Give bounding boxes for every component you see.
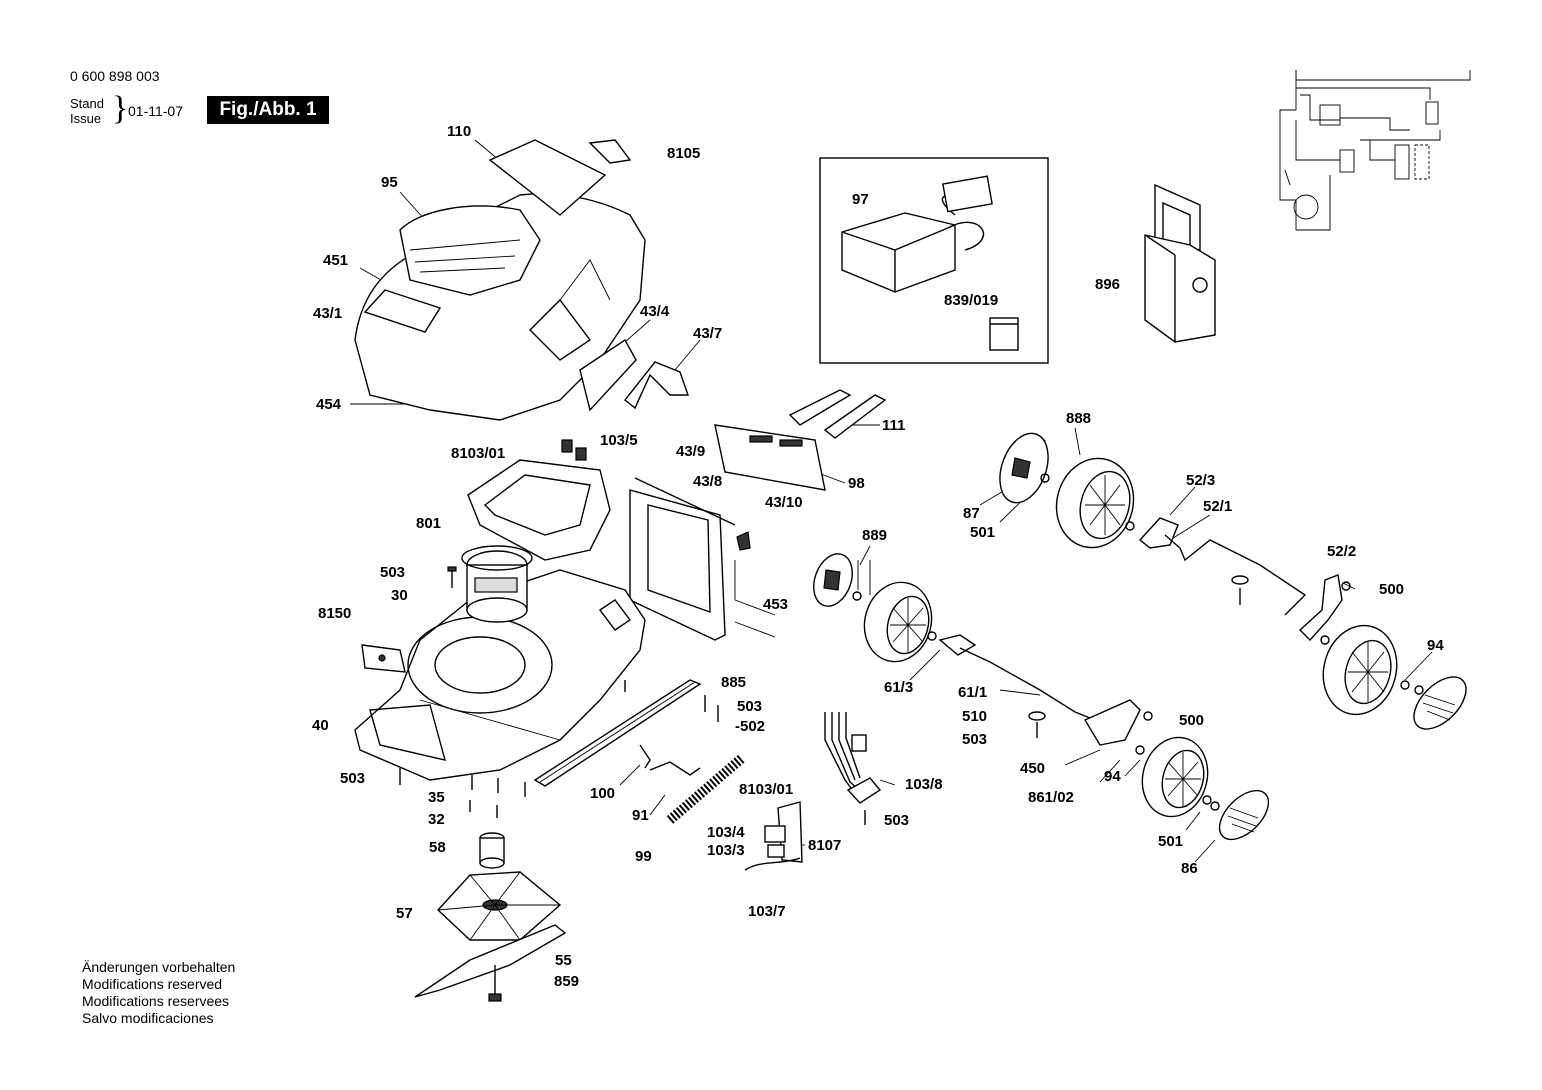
part-label-57: 57 [396, 905, 413, 922]
battery-pack [1144, 183, 1216, 343]
part-label-503-axle: 503 [962, 731, 988, 748]
rear-flap [629, 477, 751, 641]
part-label-103-5: 103/5 [600, 432, 638, 449]
part-label-61-1: 61/1 [958, 684, 988, 701]
part-label-8150: 8150 [318, 605, 352, 622]
part-label-450: 450 [1020, 760, 1046, 777]
part-label-451: 451 [323, 252, 349, 269]
rear-axle [1138, 517, 1351, 645]
part-label-40: 40 [312, 717, 329, 734]
part-label-885: 885 [721, 674, 747, 691]
motor [461, 545, 533, 623]
part-label-95: 95 [381, 174, 398, 191]
part-label-103-4: 103/4 [707, 824, 745, 841]
part-label-94-rear: 94 [1427, 637, 1444, 654]
issue-date: 01-11-07 [128, 103, 184, 119]
part-label-43-10: 43/10 [765, 494, 803, 511]
part-label-61-3: 61/3 [884, 679, 914, 696]
part-label-111: 111 [882, 417, 906, 434]
issue-label: Issue [70, 111, 102, 126]
part-label-501-front: 501 [1158, 833, 1184, 850]
part-label-859: 859 [554, 973, 580, 990]
rear-right-wheel [1322, 624, 1467, 730]
upper-housing [467, 439, 611, 561]
part-label-503-loom: 503 [884, 812, 910, 829]
front-axle [938, 634, 1153, 755]
part-label-98: 98 [848, 475, 865, 492]
stand-label: Stand [70, 96, 104, 111]
part-label-896: 896 [1095, 276, 1121, 293]
part-label-99: 99 [635, 848, 652, 865]
part-label-43-9: 43/9 [676, 443, 706, 460]
front-left-wheel [813, 553, 937, 663]
part-label-52-2: 52/2 [1327, 543, 1357, 560]
front-right-wheel [1141, 736, 1270, 841]
part-label-861-02: 861/02 [1028, 789, 1074, 806]
part-label-52-1: 52/1 [1203, 498, 1233, 515]
part-label-43-8: 43/8 [693, 473, 723, 490]
part-label-86: 86 [1181, 860, 1198, 877]
part-label-91: 91 [632, 807, 649, 824]
part-label-43-4: 43/4 [640, 303, 670, 320]
part-label-32: 32 [428, 811, 445, 828]
note-french: Modifications reservees [82, 993, 230, 1009]
part-label-454: 454 [316, 396, 342, 413]
rear-left-wheel [999, 432, 1135, 549]
cable-loom [744, 712, 882, 871]
part-label-52-3: 52/3 [1186, 472, 1216, 489]
figure-label: Fig./Abb. 1 [207, 96, 329, 124]
part-label-103-3: 103/3 [707, 842, 745, 859]
part-label-55: 55 [555, 952, 572, 969]
part-label-58: 58 [429, 839, 446, 856]
part-label-453: 453 [763, 596, 789, 613]
part-label-503-motor: 503 [380, 564, 406, 581]
document-number: 0 600 898 003 [70, 68, 160, 84]
part-label-510: 510 [962, 708, 988, 725]
brace-symbol: } [112, 90, 129, 127]
part-label-100: 100 [590, 785, 616, 802]
blade-assembly [414, 832, 567, 1002]
part-label-839-019: 839/019 [944, 292, 999, 309]
adjustment-rail [533, 679, 702, 787]
grass-box-parts [579, 338, 689, 412]
part-label-8103-01-bottom: 8103/01 [739, 781, 794, 798]
part-label-503-deck: 503 [340, 770, 366, 787]
part-label-94-front: 94 [1104, 768, 1121, 785]
guide-strips [734, 560, 776, 638]
note-english: Modifications reserved [82, 976, 223, 992]
part-label-43-7: 43/7 [693, 325, 723, 342]
part-label-103-8: 103/8 [905, 776, 943, 793]
part-label-8105: 8105 [667, 145, 701, 162]
stand-issue-label: Stand Issue [70, 96, 104, 126]
part-label-500-front: 500 [1179, 712, 1205, 729]
part-label-889: 889 [862, 527, 888, 544]
handle-plate [714, 389, 887, 491]
part-label-97: 97 [852, 191, 869, 208]
charger-box [819, 157, 1049, 364]
part-label-30: 30 [391, 587, 408, 604]
note-spanish: Salvo modificaciones [82, 1010, 214, 1026]
part-label-500-rear: 500 [1379, 581, 1405, 598]
part-label-801: 801 [416, 515, 442, 532]
wiring-schematic [1279, 70, 1471, 231]
screws [399, 566, 1249, 825]
part-label-103-7: 103/7 [748, 903, 786, 920]
part-label-503-rail: 503 [737, 698, 763, 715]
part-label-43-1: 43/1 [313, 305, 343, 322]
springs [639, 744, 746, 824]
part-label-87: 87 [963, 505, 980, 522]
part-label-501-rear: 501 [970, 524, 996, 541]
part-label-8107: 8107 [808, 837, 842, 854]
part-label-8103-01-top: 8103/01 [451, 445, 506, 462]
note-german: Änderungen vorbehalten [82, 959, 236, 975]
part-label-888: 888 [1066, 410, 1092, 427]
part-label-35: 35 [428, 789, 445, 806]
part-label-110: 110 [447, 123, 472, 140]
motor-cover [354, 139, 646, 421]
part-label-502: -502 [735, 718, 766, 735]
mower-deck [354, 569, 646, 781]
modification-notes: Änderungen vorbehalten Modifications res… [82, 959, 235, 1027]
